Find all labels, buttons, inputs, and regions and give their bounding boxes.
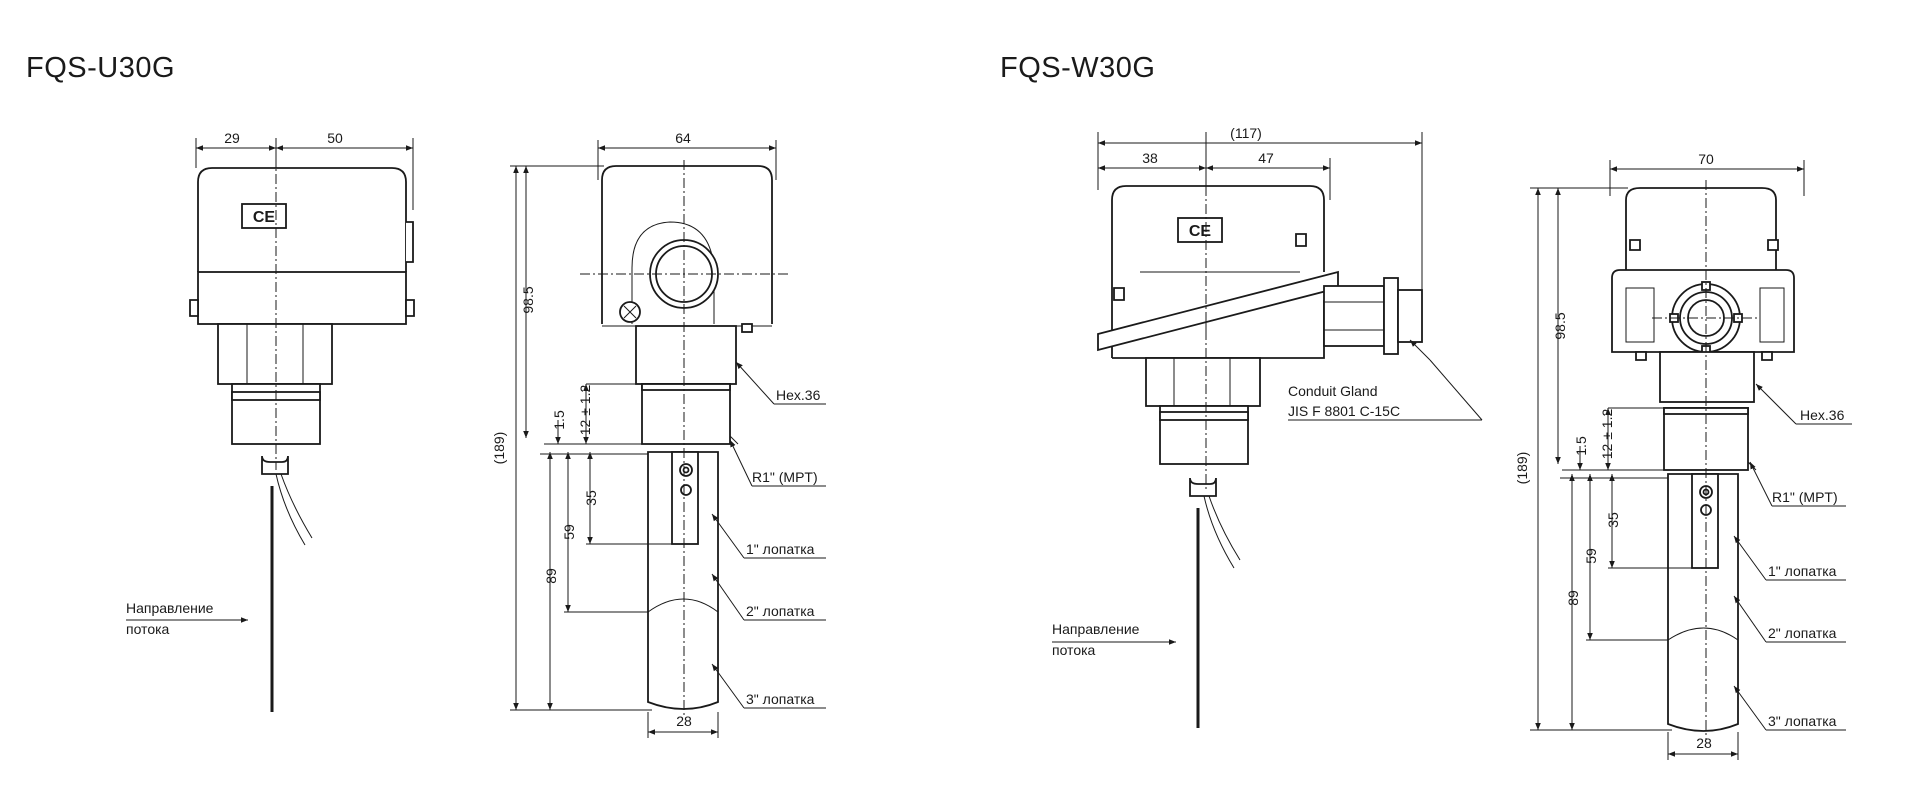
w30g-side-view: (117) 38 47 CE Направление потока Condui: [1052, 125, 1483, 728]
u30g-dim-59: 59: [561, 524, 577, 540]
u30g-flow-label-1: Направление: [126, 600, 214, 616]
u30g-dim-89: 89: [543, 568, 559, 584]
u30g-dim-1-5: 1.5: [551, 410, 567, 430]
w30g-label-hex: Hex.36: [1800, 407, 1845, 423]
w30g-ce-badge: [1177, 217, 1223, 243]
w30g-dim-height: 98.5: [1552, 312, 1568, 339]
w30g-dim-89: 89: [1565, 590, 1581, 606]
w30g-dim-1-5: 1.5: [1573, 436, 1589, 456]
w30g-dim-width: 70: [1698, 151, 1714, 167]
u30g-dim-12: 12 ± 1.2: [577, 385, 593, 436]
w30g-dim-35: 35: [1605, 512, 1621, 528]
w30g-label-paddle-2: 2" лопатка: [1768, 625, 1837, 641]
w30g-dim-117: (117): [1230, 125, 1262, 141]
u30g-dim-width: 64: [675, 130, 691, 146]
w30g-front-view: 70 98.5 (189) 89: [1514, 151, 1852, 760]
u30g-ce-mark: CE: [253, 209, 276, 226]
w30g-dim-12: 12 ± 1.2: [1599, 409, 1615, 460]
u30g-label-paddle-2: 2" лопатка: [746, 603, 815, 619]
u30g-side-view: 29 50 CE Направление потока: [126, 130, 415, 712]
u30g-dim-total: (189): [491, 432, 507, 465]
w30g-dim-59: 59: [1583, 548, 1599, 564]
u30g-flow-label-2: потока: [126, 621, 170, 637]
u30g-ce-badge: [241, 203, 287, 229]
u30g-label-paddle-1: 1" лопатка: [746, 541, 815, 557]
model-title-u30g: FQS-U30G: [26, 52, 176, 84]
w30g-label-thread: R1" (MPT): [1772, 489, 1838, 505]
w30g-ce-mark: CE: [1189, 223, 1212, 240]
w30g-flow-label-2: потока: [1052, 642, 1096, 658]
u30g-dim-50: 50: [327, 130, 343, 146]
w30g-dim-38: 38: [1142, 150, 1158, 166]
u30g-label-hex: Hex.36: [776, 387, 821, 403]
u30g-dim-35: 35: [583, 490, 599, 506]
u30g-dim-29: 29: [224, 130, 240, 146]
u30g-dim-paddle: 28: [676, 713, 692, 729]
w30g-gland-label-1: Conduit Gland: [1288, 383, 1378, 399]
u30g-label-thread: R1" (MPT): [752, 469, 818, 485]
w30g-flow-label-1: Направление: [1052, 621, 1140, 637]
w30g-dim-47: 47: [1258, 150, 1274, 166]
w30g-label-paddle-3: 3" лопатка: [1768, 713, 1837, 729]
u30g-front-view: 64 98.5 (189) 89 1.5 12 ±: [491, 130, 826, 738]
w30g-dim-paddle: 28: [1696, 735, 1712, 751]
model-title-w30g: FQS-W30G: [1000, 52, 1156, 84]
w30g-gland-label-2: JIS F 8801 C-15C: [1288, 403, 1400, 419]
w30g-dim-total: (189): [1514, 452, 1530, 485]
u30g-dim-height: 98.5: [520, 286, 536, 313]
w30g-label-paddle-1: 1" лопатка: [1768, 563, 1837, 579]
u30g-label-paddle-3: 3" лопатка: [746, 691, 815, 707]
